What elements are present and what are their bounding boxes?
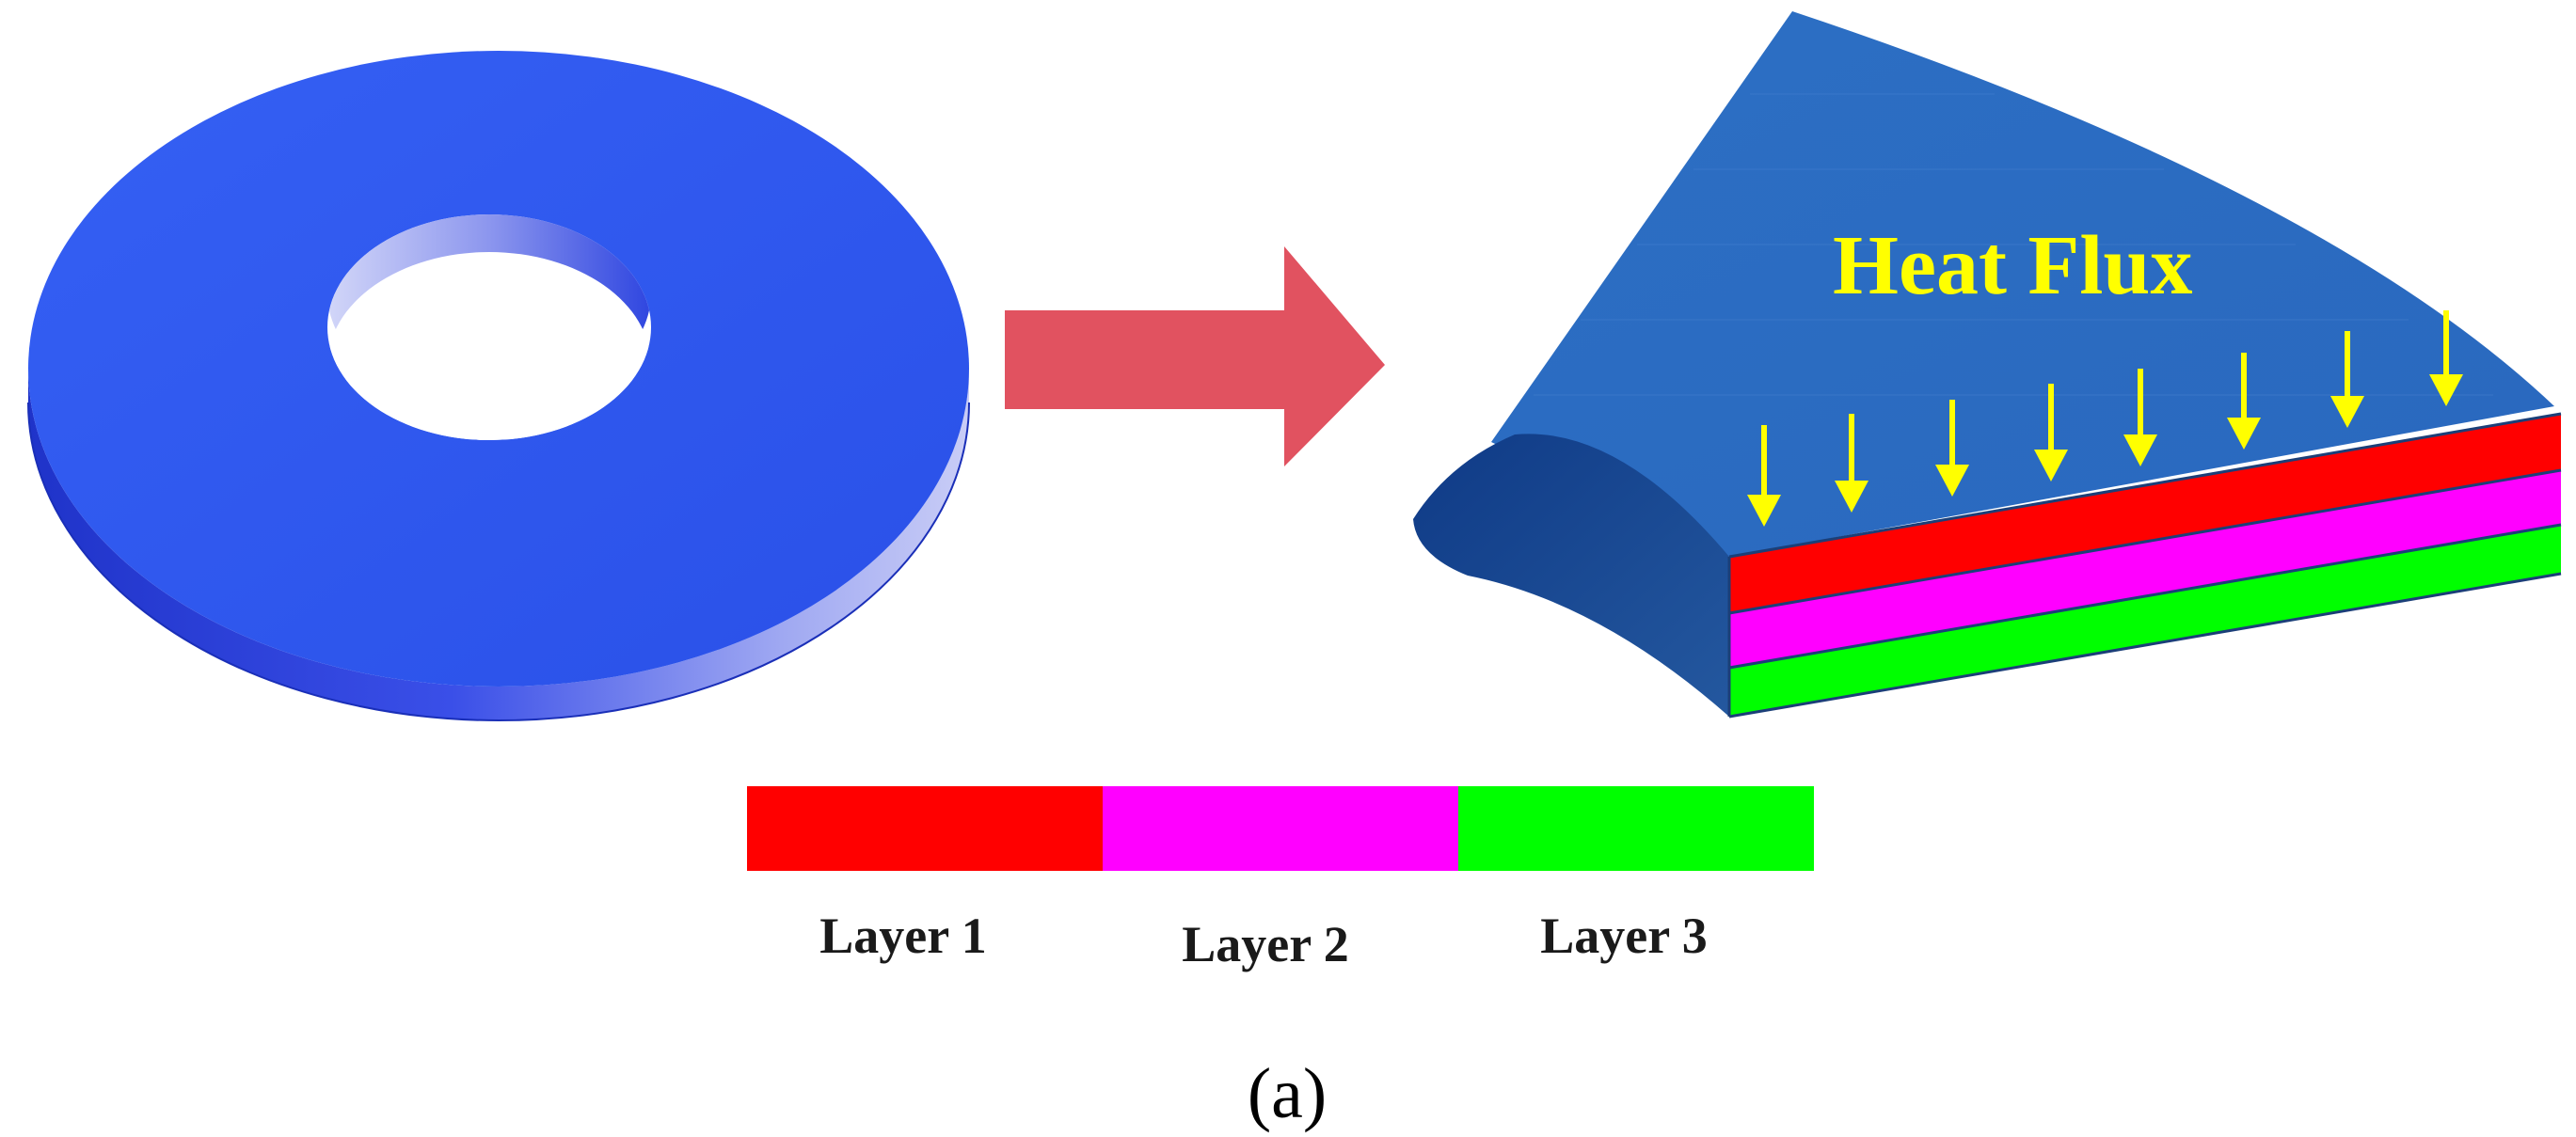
layered-sector xyxy=(1413,11,2562,719)
down-arrow-icon xyxy=(1747,425,1781,527)
sector-curved-face xyxy=(1413,434,1729,717)
down-arrow-icon xyxy=(2429,310,2463,406)
legend-label-layer-3: Layer 3 xyxy=(1540,908,1707,964)
layer-1-band xyxy=(1729,414,2561,613)
right-arrow-icon xyxy=(1005,246,1385,466)
layer-2-band xyxy=(1729,470,2561,668)
annular-disk xyxy=(27,51,970,721)
down-arrow-icon xyxy=(2034,384,2068,482)
layer-legend: Layer 1 Layer 2 Layer 3 xyxy=(747,786,1814,972)
disk-bottom-edge xyxy=(27,402,970,721)
down-arrow-icon xyxy=(1835,414,1868,513)
heat-flux-arrows xyxy=(1747,310,2463,527)
down-arrow-icon xyxy=(1935,400,1969,497)
legend-label-layer-1: Layer 1 xyxy=(819,908,986,964)
sector-top-face xyxy=(1491,11,2554,557)
legend-swatch-layer-2 xyxy=(1103,786,1458,871)
legend-swatch-layer-3 xyxy=(1458,786,1814,871)
down-arrow-icon xyxy=(2330,331,2364,428)
legend-swatch-layer-1 xyxy=(747,786,1103,871)
down-arrow-icon xyxy=(2123,369,2157,466)
heat-flux-label: Heat Flux xyxy=(1833,219,2192,312)
layer-3-band xyxy=(1729,525,2561,717)
figure-caption: (a) xyxy=(1248,1054,1327,1133)
down-arrow-icon xyxy=(2227,353,2261,450)
legend-label-layer-2: Layer 2 xyxy=(1182,916,1348,972)
